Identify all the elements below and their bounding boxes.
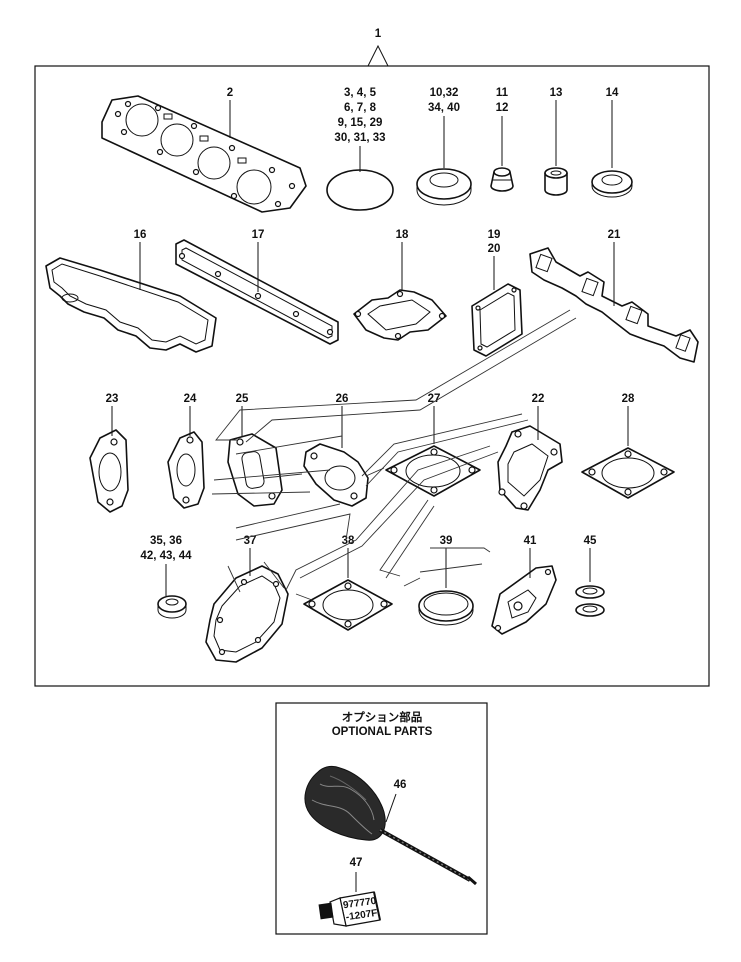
o-ring bbox=[326, 169, 394, 211]
gasket-41 bbox=[491, 565, 557, 635]
rocker-cover-gasket bbox=[45, 257, 217, 353]
intake-manifold-gasket bbox=[175, 239, 339, 345]
callout-39: 39 bbox=[440, 535, 453, 547]
callout-22: 22 bbox=[532, 393, 545, 405]
optional-title-en: OPTIONAL PARTS bbox=[332, 726, 433, 738]
gasket-25 bbox=[227, 433, 283, 507]
callout-38: 38 bbox=[342, 535, 355, 547]
sealing-ring bbox=[418, 590, 474, 626]
callout-17: 17 bbox=[252, 229, 265, 241]
callout-3-line4: 30, 31, 33 bbox=[334, 132, 385, 144]
callout-35-line1: 35, 36 bbox=[150, 535, 182, 547]
callout-26: 26 bbox=[336, 393, 349, 405]
callout-3-line1: 3, 4, 5 bbox=[344, 87, 377, 99]
callout-10-line1: 10,32 bbox=[430, 87, 459, 99]
callout-28: 28 bbox=[622, 393, 635, 405]
callout-12: 12 bbox=[496, 102, 509, 114]
assembly-label: 1 bbox=[375, 28, 382, 40]
callout-20: 20 bbox=[488, 243, 501, 255]
hone-brush bbox=[304, 765, 477, 886]
callout-35-line2: 42, 43, 44 bbox=[140, 550, 192, 562]
callout-14: 14 bbox=[606, 87, 619, 99]
gasket-38 bbox=[303, 579, 393, 631]
callout-10-line2: 34, 40 bbox=[428, 102, 460, 114]
water-flange-gasket bbox=[353, 289, 447, 341]
tube-label-line2: -1207F bbox=[345, 908, 378, 923]
callout-37: 37 bbox=[244, 535, 257, 547]
small-oil-seal bbox=[157, 595, 187, 619]
callout-16: 16 bbox=[134, 229, 147, 241]
callout-3-line2: 6, 7, 8 bbox=[344, 102, 377, 114]
gasket-set-frame bbox=[34, 44, 710, 687]
exhaust-manifold-gasket bbox=[529, 247, 699, 363]
callout-13: 13 bbox=[550, 87, 563, 99]
optional-parts-frame bbox=[275, 702, 488, 935]
oil-seal bbox=[416, 168, 472, 206]
gasket-27 bbox=[385, 445, 481, 497]
callout-47: 47 bbox=[350, 857, 363, 869]
callout-18: 18 bbox=[396, 229, 409, 241]
callout-21: 21 bbox=[608, 229, 621, 241]
tube-label-line1: 977770 bbox=[342, 896, 377, 912]
gasket-23 bbox=[89, 429, 129, 513]
water-pump-gasket bbox=[205, 565, 289, 663]
callout-23: 23 bbox=[106, 393, 119, 405]
callout-25: 25 bbox=[236, 393, 249, 405]
valve-stem-seal bbox=[490, 167, 514, 192]
gasket-28 bbox=[581, 447, 675, 499]
sleeve bbox=[544, 167, 568, 196]
callout-46: 46 bbox=[394, 779, 407, 791]
callout-41: 41 bbox=[524, 535, 537, 547]
callout-45: 45 bbox=[584, 535, 597, 547]
cylinder-head-gasket bbox=[101, 95, 307, 213]
callout-2: 2 bbox=[227, 87, 233, 99]
washer bbox=[591, 170, 633, 198]
gasket-26 bbox=[303, 443, 369, 507]
sealant-tube bbox=[318, 891, 381, 927]
gasket-24 bbox=[167, 431, 205, 509]
callout-11: 11 bbox=[496, 87, 509, 99]
callout-24: 24 bbox=[184, 393, 197, 405]
group-guide-lines bbox=[211, 309, 577, 601]
optional-title-jp: オプション部品 bbox=[342, 710, 423, 724]
seal-rings bbox=[575, 585, 605, 617]
callout-19: 19 bbox=[488, 229, 501, 241]
cover-gasket bbox=[471, 283, 523, 357]
gasket-22 bbox=[497, 425, 563, 511]
callout-3-line3: 9, 15, 29 bbox=[338, 117, 383, 129]
callout-27: 27 bbox=[428, 393, 441, 405]
